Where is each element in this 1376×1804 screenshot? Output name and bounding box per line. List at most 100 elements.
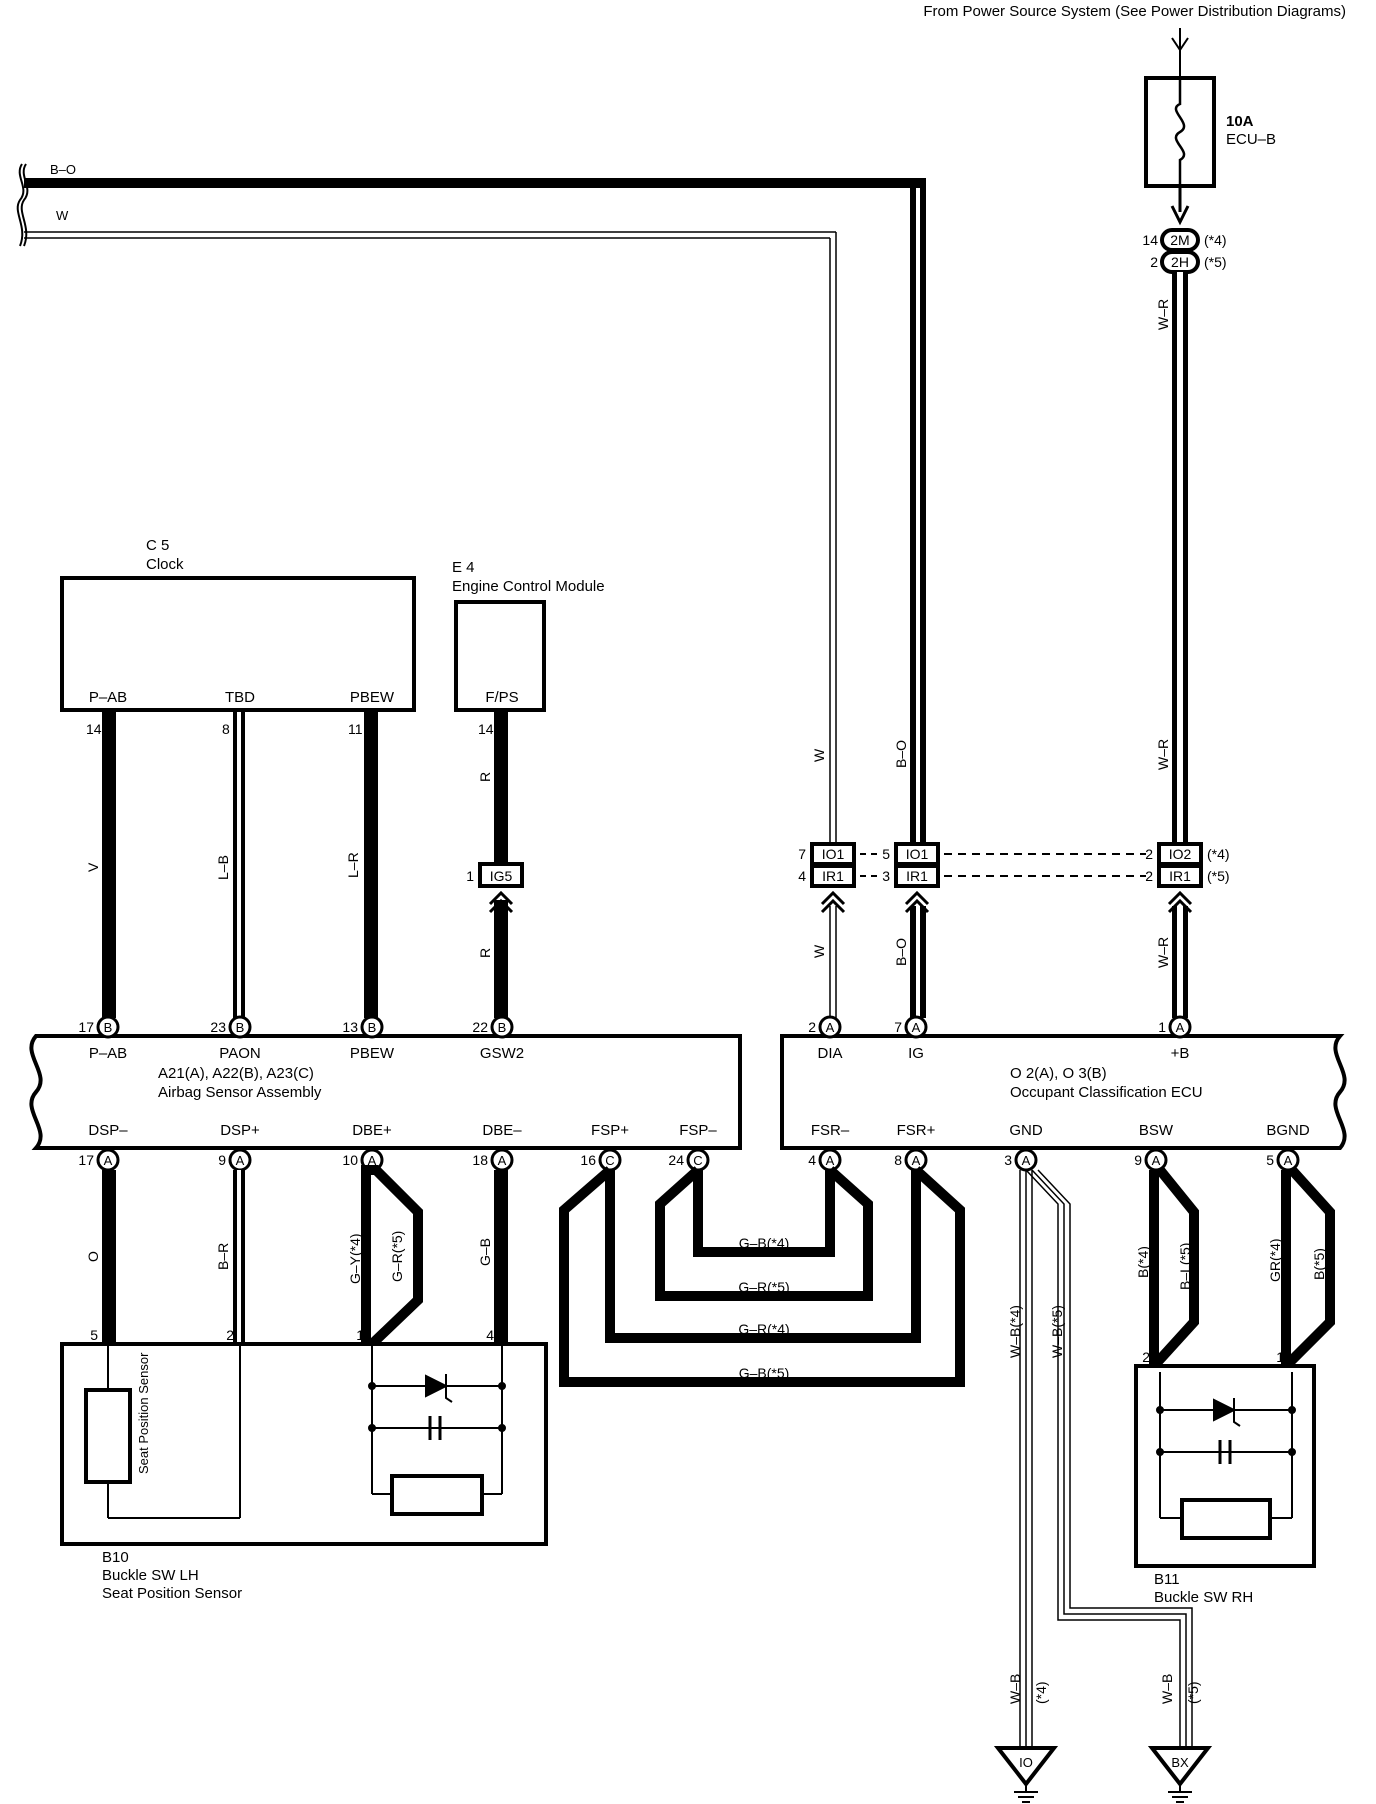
ocu-term-b-plus: +B xyxy=(1171,1045,1190,1062)
ocu-bot-pin-5: 5 xyxy=(1266,1152,1274,1168)
junction-ig5-code: IG5 xyxy=(490,868,513,884)
wire-label-gb: G–B xyxy=(477,1238,493,1266)
junction-ir1-c-pin: 2 xyxy=(1145,868,1153,884)
clock-term-pbew: PBEW xyxy=(350,689,395,706)
junction-io2-pin: 2 xyxy=(1145,846,1153,862)
wire-label-gr: G–R(*5) xyxy=(389,1231,405,1282)
junction-ir1-a: IR1 xyxy=(822,868,844,884)
ocu-top-pin-7: 7 xyxy=(894,1019,902,1035)
wire-label-wb5: W–B(*5) xyxy=(1049,1305,1065,1358)
ocu-bot-pin-9: 9 xyxy=(1134,1152,1142,1168)
ocu-top-letter-1: A xyxy=(826,1020,835,1035)
buckle-sw-rh-circuit xyxy=(1151,1371,1299,1540)
b10-ref: B10 xyxy=(102,1549,129,1566)
wire-label-v: V xyxy=(85,862,101,872)
wire-bo xyxy=(24,178,926,844)
wire-label-bo-top: B–O xyxy=(50,162,76,177)
b10-pin-2: 2 xyxy=(226,1327,234,1343)
airbag-term-fsp-plus: FSP+ xyxy=(591,1122,629,1139)
loop-label-gr5: G–R(*5) xyxy=(738,1279,789,1295)
gnd-wires xyxy=(1019,1169,1193,1762)
b10-pin-4: 4 xyxy=(486,1327,494,1343)
junction-ir1-b-pin: 3 xyxy=(882,868,890,884)
wire-v xyxy=(102,712,116,1018)
wire-label-gr4: GR(*4) xyxy=(1267,1238,1283,1282)
wire-label-wr-3: W–R xyxy=(1155,937,1171,968)
airbag-term-dsp-plus: DSP+ xyxy=(220,1122,260,1139)
fsp-fsr-loops xyxy=(559,1166,965,1387)
wire-label-lr: L–R xyxy=(345,852,361,878)
wire-label-gy: G–Y(*4) xyxy=(347,1233,363,1284)
wire-label-bl5: B–L(*5) xyxy=(1177,1243,1193,1290)
b10-pin-1: 1 xyxy=(356,1327,364,1343)
airbag-bot-letter-1: A xyxy=(104,1153,113,1168)
wire-gb xyxy=(494,1170,508,1344)
b11-name: Buckle SW RH xyxy=(1154,1589,1253,1606)
clock-ref: C 5 xyxy=(146,537,169,554)
junction-io2: IO2 xyxy=(1169,846,1192,862)
airbag-bot-pin-16: 16 xyxy=(580,1152,596,1168)
ocu-top-pin-2: 2 xyxy=(808,1019,816,1035)
b11-pin-2: 2 xyxy=(1142,1349,1150,1365)
loop-label-gr4: G–R(*4) xyxy=(738,1321,789,1337)
wire-label-wb-bx: W–B xyxy=(1159,1674,1175,1704)
airbag-name: Airbag Sensor Assembly xyxy=(158,1084,322,1101)
wire-break-marks xyxy=(16,163,29,247)
wire-label-o: O xyxy=(85,1251,101,1262)
ecm-term-fps: F/PS xyxy=(485,689,518,706)
airbag-term-dbe-plus: DBE+ xyxy=(352,1122,392,1139)
ground-bx-icon xyxy=(1147,1746,1213,1803)
clock-pin-8: 8 xyxy=(222,721,230,737)
junction-io1-b: IO1 xyxy=(906,846,929,862)
ocu-bot-pin-8: 8 xyxy=(894,1152,902,1168)
connector-2h-code: 2H xyxy=(1171,254,1189,270)
ocu-bot-letter-2: A xyxy=(912,1153,921,1168)
fuse-rating: 10A xyxy=(1226,113,1254,130)
ground-bx-code: BX xyxy=(1171,1755,1189,1770)
ocu-bot-letter-5: A xyxy=(1284,1153,1293,1168)
airbag-bot-pin-10: 10 xyxy=(342,1152,358,1168)
wire-label-wb-io-note: (*4) xyxy=(1033,1681,1049,1704)
airbag-bot-letter-2: A xyxy=(236,1153,245,1168)
airbag-bot-pin-24: 24 xyxy=(668,1152,684,1168)
b10-name-2: Seat Position Sensor xyxy=(102,1585,242,1602)
ocu-bot-letter-4: A xyxy=(1152,1153,1161,1168)
airbag-bot-pin-18: 18 xyxy=(472,1152,488,1168)
airbag-bot-letter-6: C xyxy=(693,1153,702,1168)
wire-label-wr-2: W–R xyxy=(1155,739,1171,770)
b10-name-1: Buckle SW LH xyxy=(102,1567,199,1584)
airbag-term-fsp-minus: FSP– xyxy=(679,1122,717,1139)
junction-ig5 xyxy=(478,862,524,888)
airbag-top-letter-1: B xyxy=(104,1020,113,1035)
junction-io1-a: IO1 xyxy=(822,846,845,862)
fuse-name: ECU–B xyxy=(1226,131,1276,148)
ocu-top-pin-1: 1 xyxy=(1158,1019,1166,1035)
ocu-bottom-pins xyxy=(818,1148,1300,1172)
airbag-bottom-pins xyxy=(96,1148,710,1172)
wire-label-r-2: R xyxy=(477,948,493,958)
airbag-top-pin-13: 13 xyxy=(342,1019,358,1035)
airbag-top-pin-22: 22 xyxy=(472,1019,488,1035)
ocu-bot-letter-3: A xyxy=(1022,1153,1031,1168)
junction-group xyxy=(810,842,1203,914)
airbag-bot-letter-4: A xyxy=(498,1153,507,1168)
ocu-bot-pin-3: 3 xyxy=(1004,1152,1012,1168)
clock-name: Clock xyxy=(146,556,184,573)
ocu-top-pins xyxy=(818,1015,1192,1039)
ecm-ref: E 4 xyxy=(452,559,475,576)
junction-ir1-c-note: (*5) xyxy=(1207,868,1230,884)
wire-label-wb-bx-note: (*5) xyxy=(1185,1681,1201,1704)
ocu-term-dia: DIA xyxy=(817,1045,842,1062)
airbag-term-dsp-minus: DSP– xyxy=(88,1122,128,1139)
airbag-top-pin-23: 23 xyxy=(210,1019,226,1035)
airbag-term-pab: P–AB xyxy=(89,1045,127,1062)
wire-label-w-top: W xyxy=(56,208,69,223)
ocu-term-fsr-plus: FSR+ xyxy=(897,1122,936,1139)
junction-io1-a-pin: 7 xyxy=(798,846,806,862)
occupant-ecu-box xyxy=(780,1034,1347,1150)
ground-io-icon xyxy=(993,1746,1059,1803)
wire-label-b5: B(*5) xyxy=(1311,1248,1327,1280)
buckle-sw-lh-circuit xyxy=(368,1344,506,1516)
airbag-bot-letter-5: C xyxy=(605,1153,614,1168)
loop-label-gb4: G–B(*4) xyxy=(739,1235,790,1251)
